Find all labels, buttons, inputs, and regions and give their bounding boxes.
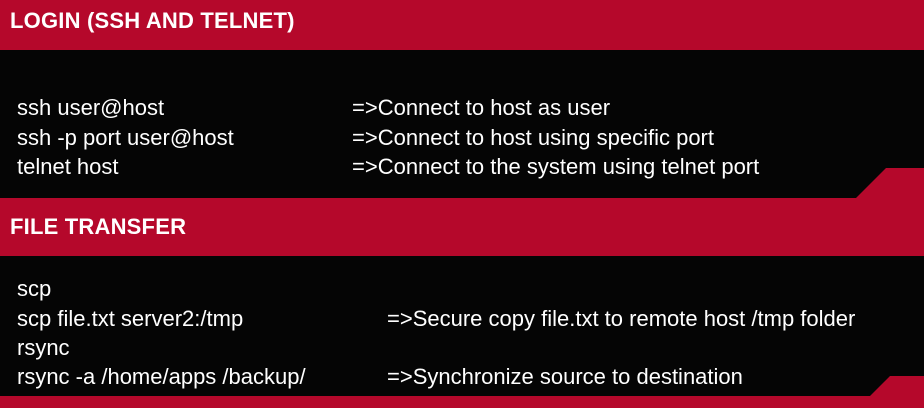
command-text: ssh -p port user@host: [17, 125, 234, 150]
section-title-file-transfer: FILE TRANSFER: [10, 214, 187, 239]
command-text: telnet host: [17, 154, 119, 179]
command-text: scp file.txt server2:/tmp: [17, 306, 244, 331]
command-description: =>Connect to the system using telnet por…: [352, 154, 760, 179]
command-description: =>Secure copy file.txt to remote host /t…: [387, 306, 856, 331]
command-text: scp: [17, 276, 52, 301]
command-text: rsync: [17, 335, 70, 360]
command-description: =>Connect to host using specific port: [352, 125, 714, 150]
command-description: =>Connect to host as user: [352, 95, 611, 120]
file-transfer-commands-panel: scp scp file.txt server2:/tmp =>Secure c…: [0, 256, 924, 396]
section-title-login: LOGIN (SSH AND TELNET): [10, 8, 295, 33]
command-description: =>Synchronize source to destination: [387, 364, 743, 389]
command-text: ssh user@host: [17, 95, 165, 120]
login-commands-panel: ssh user@host =>Connect to host as user …: [0, 50, 924, 198]
command-text: rsync -a /home/apps /backup/: [17, 364, 306, 389]
